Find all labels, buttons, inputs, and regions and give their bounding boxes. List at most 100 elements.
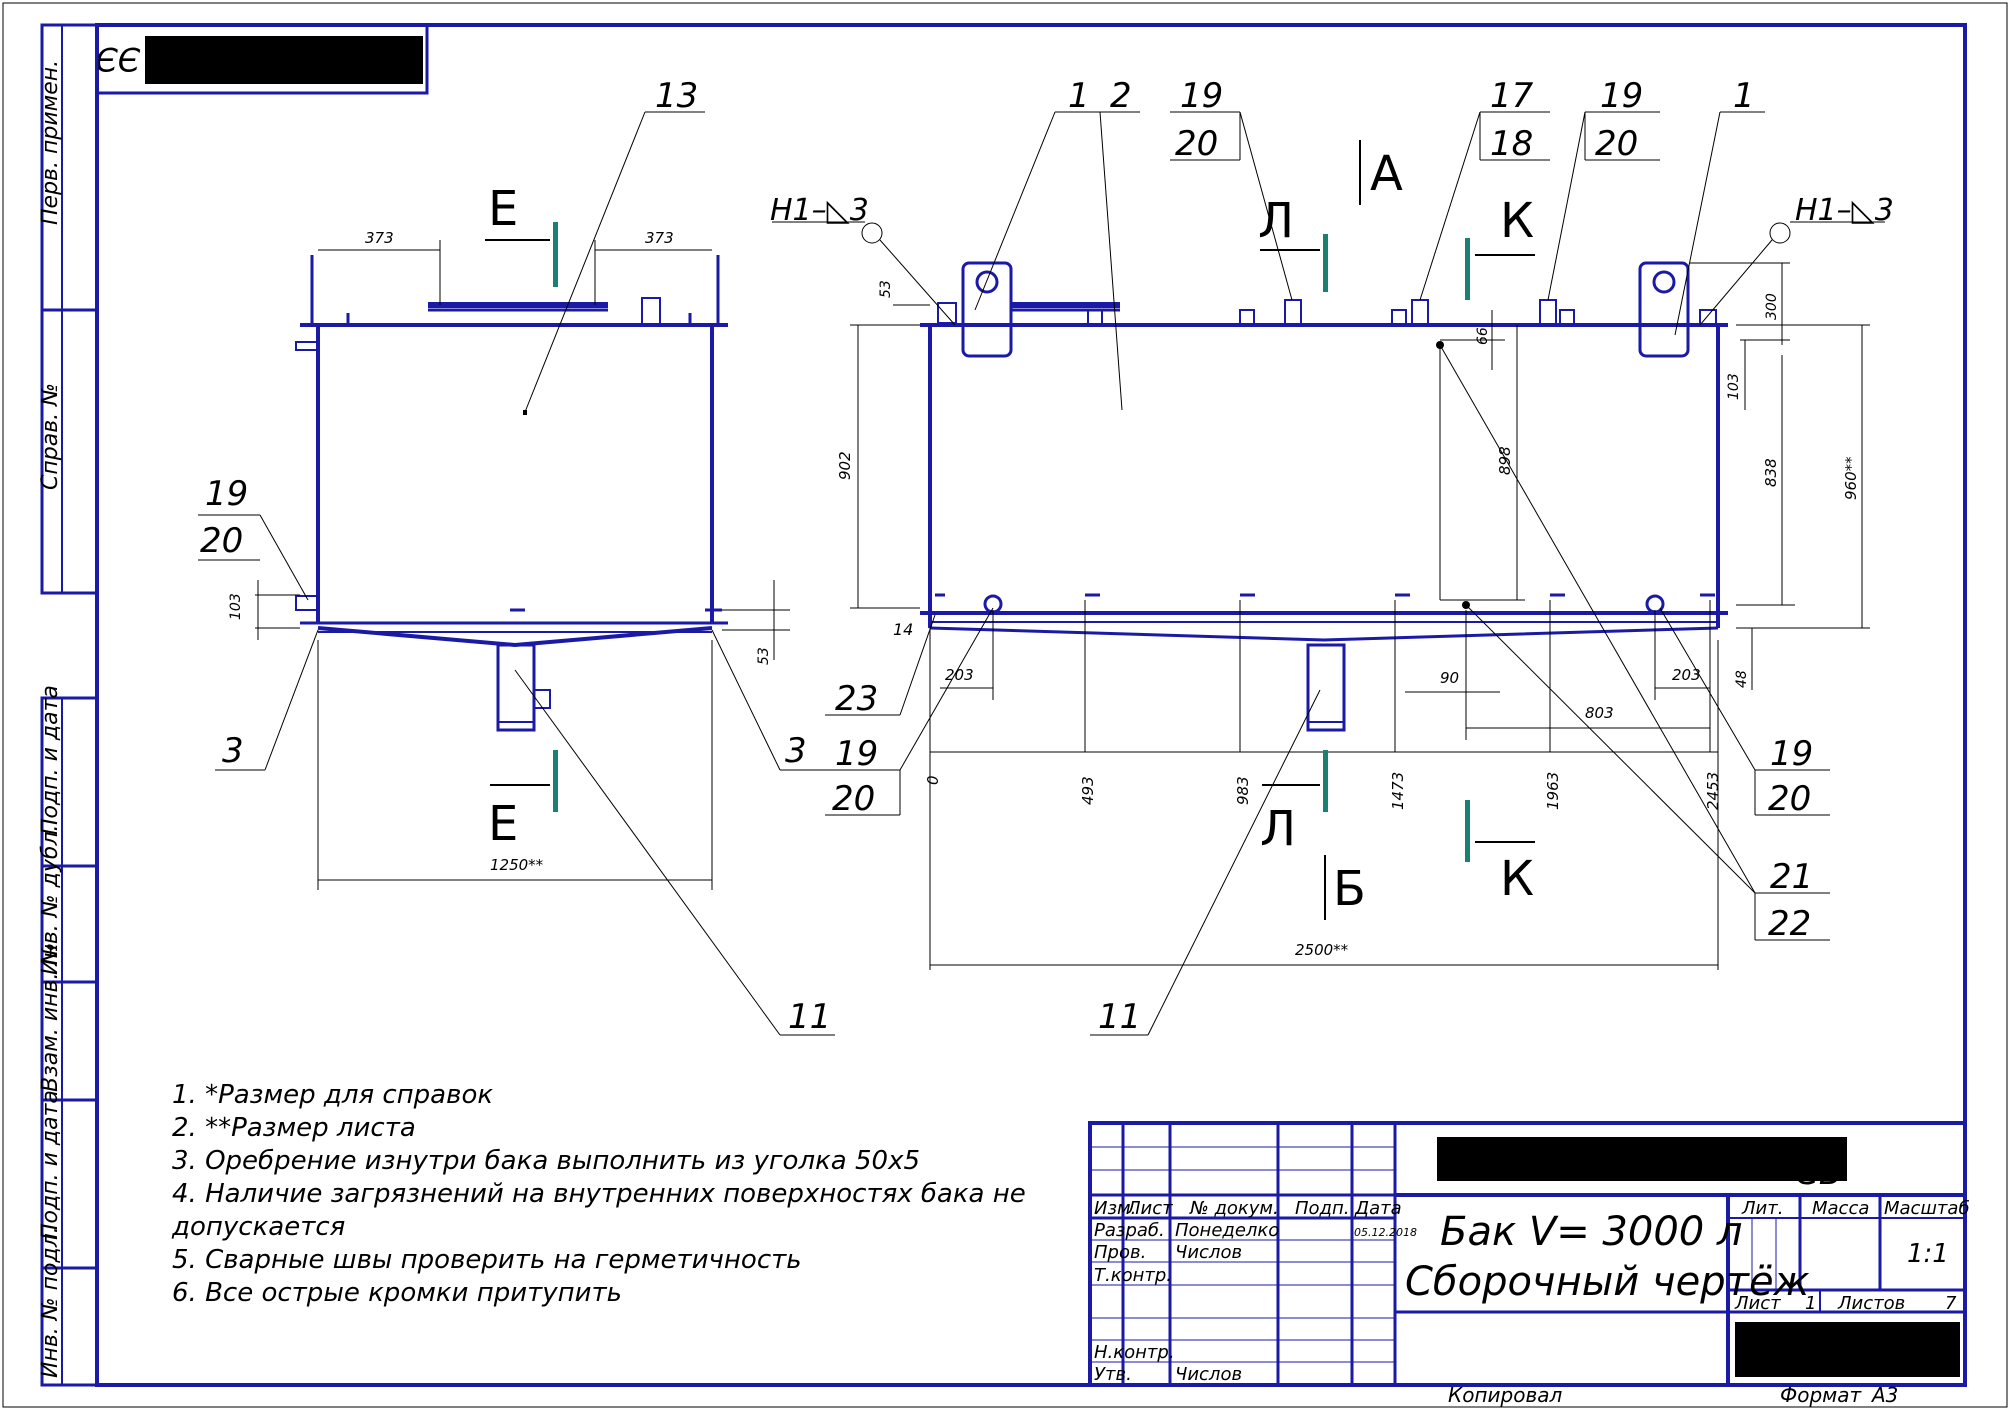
dim-1963: 1963 [1544, 772, 1562, 810]
dim-902: 902 [836, 451, 854, 480]
pos-20-top-b: 20 [1595, 124, 1638, 164]
dim-53-front: 53 [878, 280, 894, 298]
title-line-2: Сборочный чертёж [1405, 1259, 1810, 1305]
dim-838: 838 [1762, 458, 1780, 487]
sheets-total: 7 [1945, 1293, 1957, 1314]
dim-1250: 1250** [490, 856, 544, 874]
dim-2453: 2453 [1704, 772, 1722, 810]
dim-48: 48 [1734, 670, 1750, 688]
pos-1-right: 1 [1733, 76, 1755, 116]
section-label-k-top: К [1500, 193, 1534, 249]
pos-22: 22 [1768, 904, 1811, 944]
dim-983: 983 [1234, 776, 1252, 805]
technical-notes: 1. *Размер для справок 2. **Размер листа… [171, 1080, 1026, 1308]
dim-1473: 1473 [1389, 772, 1407, 810]
pos-19-top-a: 19 [1180, 76, 1223, 116]
side-label-sprav: Справ. № [38, 383, 63, 490]
dim-803: 803 [1585, 704, 1614, 722]
sheet-label: Лист [1734, 1293, 1781, 1314]
dim-14: 14 [893, 620, 913, 639]
pos-19-top-b: 19 [1600, 76, 1643, 116]
dim-53-left-view: 53 [756, 647, 772, 665]
pos-23: 23 [835, 679, 878, 719]
note-6: 6. Все острые кромки притупить [172, 1278, 622, 1308]
pos-1-left: 1 [1068, 76, 1090, 116]
format-value: А3 [1870, 1383, 1898, 1407]
pos-21: 21 [1770, 857, 1813, 897]
section-mark-e-top [553, 222, 558, 287]
razrab-date: 05.12.2018 [1354, 1226, 1417, 1239]
row-nkontr: Н.контр. [1094, 1342, 1175, 1363]
dim-373-left: 373 [365, 229, 394, 247]
sheets-label: Листов [1837, 1293, 1905, 1314]
section-mark-k-bottom [1465, 800, 1470, 862]
pos-19-left: 19 [205, 474, 248, 514]
dim-300: 300 [1764, 293, 1780, 320]
redaction-bar-title [1437, 1137, 1847, 1181]
dim-373-right: 373 [645, 229, 674, 247]
view-label-a: А [1370, 146, 1403, 202]
note-5: 5. Сварные швы проверить на герметичност… [172, 1245, 802, 1275]
hdr-izm: Изм. [1094, 1198, 1136, 1219]
front-view: 902 53 14 203 203 66 898 300 103 [770, 76, 1894, 1037]
kopiroval-label: Копировал [1448, 1383, 1562, 1407]
dim-103-right: 103 [1726, 373, 1742, 400]
side-label-podl: Инв. № подл. [38, 1226, 63, 1378]
pos-19-bottom-right: 19 [1770, 734, 1813, 774]
left-view: 373 373 1250** 103 53 Е Е 13 19 20 [198, 76, 835, 1037]
row-razrab: Разраб. [1094, 1220, 1165, 1241]
side-label-vzam: Взам. инв. № [38, 943, 63, 1092]
redaction-bar [145, 36, 423, 84]
hdr-masshtab: Масштаб [1884, 1198, 1970, 1219]
view-label-b: Б [1333, 861, 1366, 917]
pos-17: 17 [1490, 76, 1534, 116]
pos-18: 18 [1490, 124, 1533, 164]
dim-203-left: 203 [945, 666, 974, 684]
prov-name: Числов [1175, 1242, 1242, 1263]
section-mark-k-top [1465, 238, 1470, 300]
pos-11-left: 11 [788, 997, 831, 1037]
note-2: 2. **Размер листа [172, 1113, 416, 1143]
dim-66: 66 [1475, 327, 1491, 345]
section-label-e-top: Е [488, 181, 518, 237]
sheet-no: 1 [1805, 1293, 1816, 1314]
pos-2: 2 [1110, 76, 1132, 116]
hdr-podp: Подп. [1295, 1198, 1349, 1219]
razrab-name: Понеделко [1175, 1220, 1279, 1241]
row-utv: Утв. [1094, 1364, 1132, 1385]
pos-3-right: 3 [785, 731, 807, 771]
redaction-bar-org [1735, 1322, 1960, 1377]
top-stamp: ЭЭ [95, 23, 429, 95]
pos-20-bottom-left: 20 [832, 779, 875, 819]
row-tkontr: Т.контр. [1094, 1265, 1172, 1286]
section-mark-l-bottom [1323, 750, 1328, 812]
dim-2500: 2500** [1295, 941, 1349, 959]
dim-90: 90 [1440, 669, 1459, 687]
hdr-n-dokum: № докум. [1189, 1198, 1279, 1219]
section-mark-e-bottom [553, 750, 558, 812]
format-label: Формат [1780, 1383, 1862, 1407]
dim-203-right: 203 [1672, 666, 1701, 684]
pos-13: 13 [655, 76, 698, 116]
pos-3-left: 3 [222, 731, 244, 771]
stamp-code: ЭЭ [95, 40, 141, 78]
weld-mark-left: Н1–◺3 [770, 193, 869, 228]
side-label-podp2: Подп. и дата [38, 1090, 63, 1240]
title-block: СБ Бак V= 3000 л Сборочный чертёж Изм. Л… [1088, 1121, 1970, 1407]
pos-20-bottom-right: 20 [1768, 779, 1811, 819]
section-label-l-top: Л [1258, 193, 1294, 249]
side-label-dubl: Инв. № дубл. [38, 824, 63, 975]
hdr-lit: Лит. [1741, 1198, 1783, 1219]
note-4-cont: допускается [171, 1212, 345, 1242]
row-prov: Пров. [1094, 1242, 1146, 1263]
pos-11-front: 11 [1098, 997, 1141, 1037]
weld-mark-right: Н1–◺3 [1795, 193, 1894, 228]
section-mark-l-top [1323, 234, 1328, 292]
note-4: 4. Наличие загрязнений на внутренних пов… [172, 1179, 1026, 1209]
side-label-perv: Перв. примен. [38, 60, 63, 225]
pos-19-bottom-left: 19 [835, 734, 878, 774]
dim-898: 898 [1496, 446, 1514, 475]
pos-20-top-a: 20 [1175, 124, 1218, 164]
